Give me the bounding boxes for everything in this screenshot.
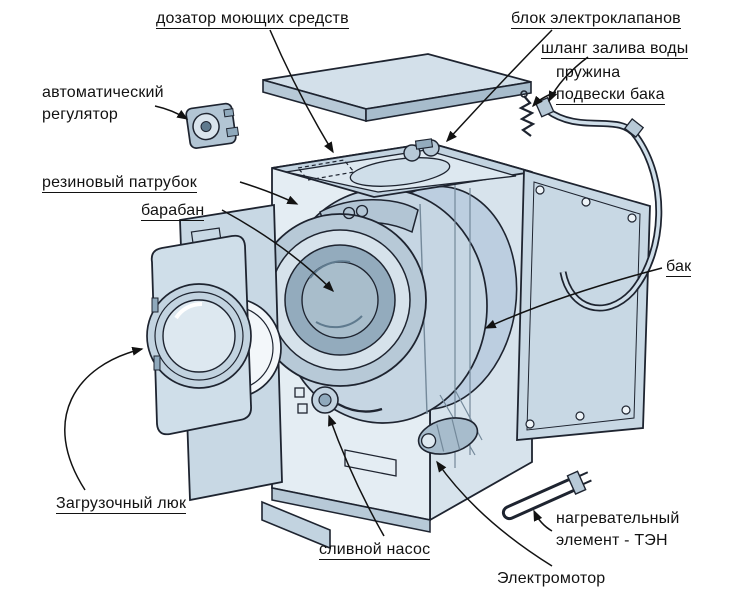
valve-block-part	[403, 138, 440, 162]
label-regulator-line2: регулятор	[42, 104, 118, 125]
plinth-strip	[261, 500, 331, 550]
detergent-dispenser-part	[296, 159, 356, 181]
label-loading-hatch-text: Загрузочный люк	[56, 495, 187, 514]
label-spring-line2: подвески бака	[556, 84, 665, 105]
arrow-dispenser	[269, 29, 334, 154]
door	[146, 234, 252, 436]
label-inlet-hose: шланг залива воды	[541, 38, 689, 59]
arrow-heater	[533, 509, 553, 532]
label-valve-block: блок электроклапанов	[511, 8, 681, 29]
frame-details	[294, 204, 397, 477]
label-electric-motor: Электромотор	[497, 568, 605, 589]
label-regulator-line2-text: регулятор	[42, 106, 119, 123]
label-tank: бак	[666, 256, 692, 277]
arrow-drum	[221, 209, 335, 293]
label-drain-pump: сливной насос	[319, 539, 431, 560]
label-heater-line1: нагревательный	[556, 508, 680, 529]
label-tank-text: бак	[666, 258, 692, 277]
label-drum-text: барабан	[141, 202, 205, 221]
label-loading-hatch: Загрузочный люк	[56, 493, 187, 514]
arrow-spring	[532, 91, 557, 108]
label-inlet-hose-text: шланг залива воды	[541, 40, 689, 59]
label-dispenser-text: дозатор моющих средств	[156, 10, 349, 29]
label-regulator-line1-text: автоматический	[42, 84, 164, 101]
tub-assembly	[253, 182, 518, 468]
inlet-hose-part	[534, 96, 663, 312]
arrow-drain-pump	[328, 414, 385, 537]
label-spring-line1: пружина	[556, 62, 620, 83]
arrow-motor	[436, 460, 553, 567]
leader-arrows	[64, 29, 663, 567]
label-drum: барабан	[141, 200, 205, 221]
label-valve-block-text: блок электроклапанов	[511, 10, 681, 29]
pressure-regulator-part	[185, 102, 240, 149]
heating-element-part	[501, 470, 592, 521]
arrow-rubber-pipe	[239, 181, 299, 205]
label-heater-line2-text: элемент - ТЭН	[556, 532, 668, 549]
label-regulator-line1: автоматический	[42, 82, 164, 103]
label-heater-line1-text: нагревательный	[556, 510, 680, 527]
label-heater-line2: элемент - ТЭН	[556, 530, 668, 551]
label-rubber-pipe: резиновый патрубок	[42, 172, 197, 193]
motor-part	[417, 417, 479, 455]
label-drain-pump-text: сливной насос	[319, 541, 431, 560]
label-spring-line2-text: подвески бака	[556, 86, 665, 105]
label-spring-line1-text: пружина	[556, 64, 621, 81]
top-lid	[262, 53, 532, 123]
drain-pump-part	[311, 386, 383, 414]
label-rubber-pipe-text: резиновый патрубок	[42, 174, 197, 193]
arrow-regulator	[154, 105, 189, 120]
suspension-spring-part	[518, 90, 536, 137]
arrow-valve-block	[445, 29, 553, 143]
arrow-hatch	[64, 346, 144, 491]
arrow-inlet-hose	[548, 56, 589, 103]
arrow-tank	[484, 267, 663, 329]
label-dispenser: дозатор моющих средств	[156, 8, 349, 29]
label-electric-motor-text: Электромотор	[497, 570, 606, 587]
top-opening	[271, 138, 533, 198]
